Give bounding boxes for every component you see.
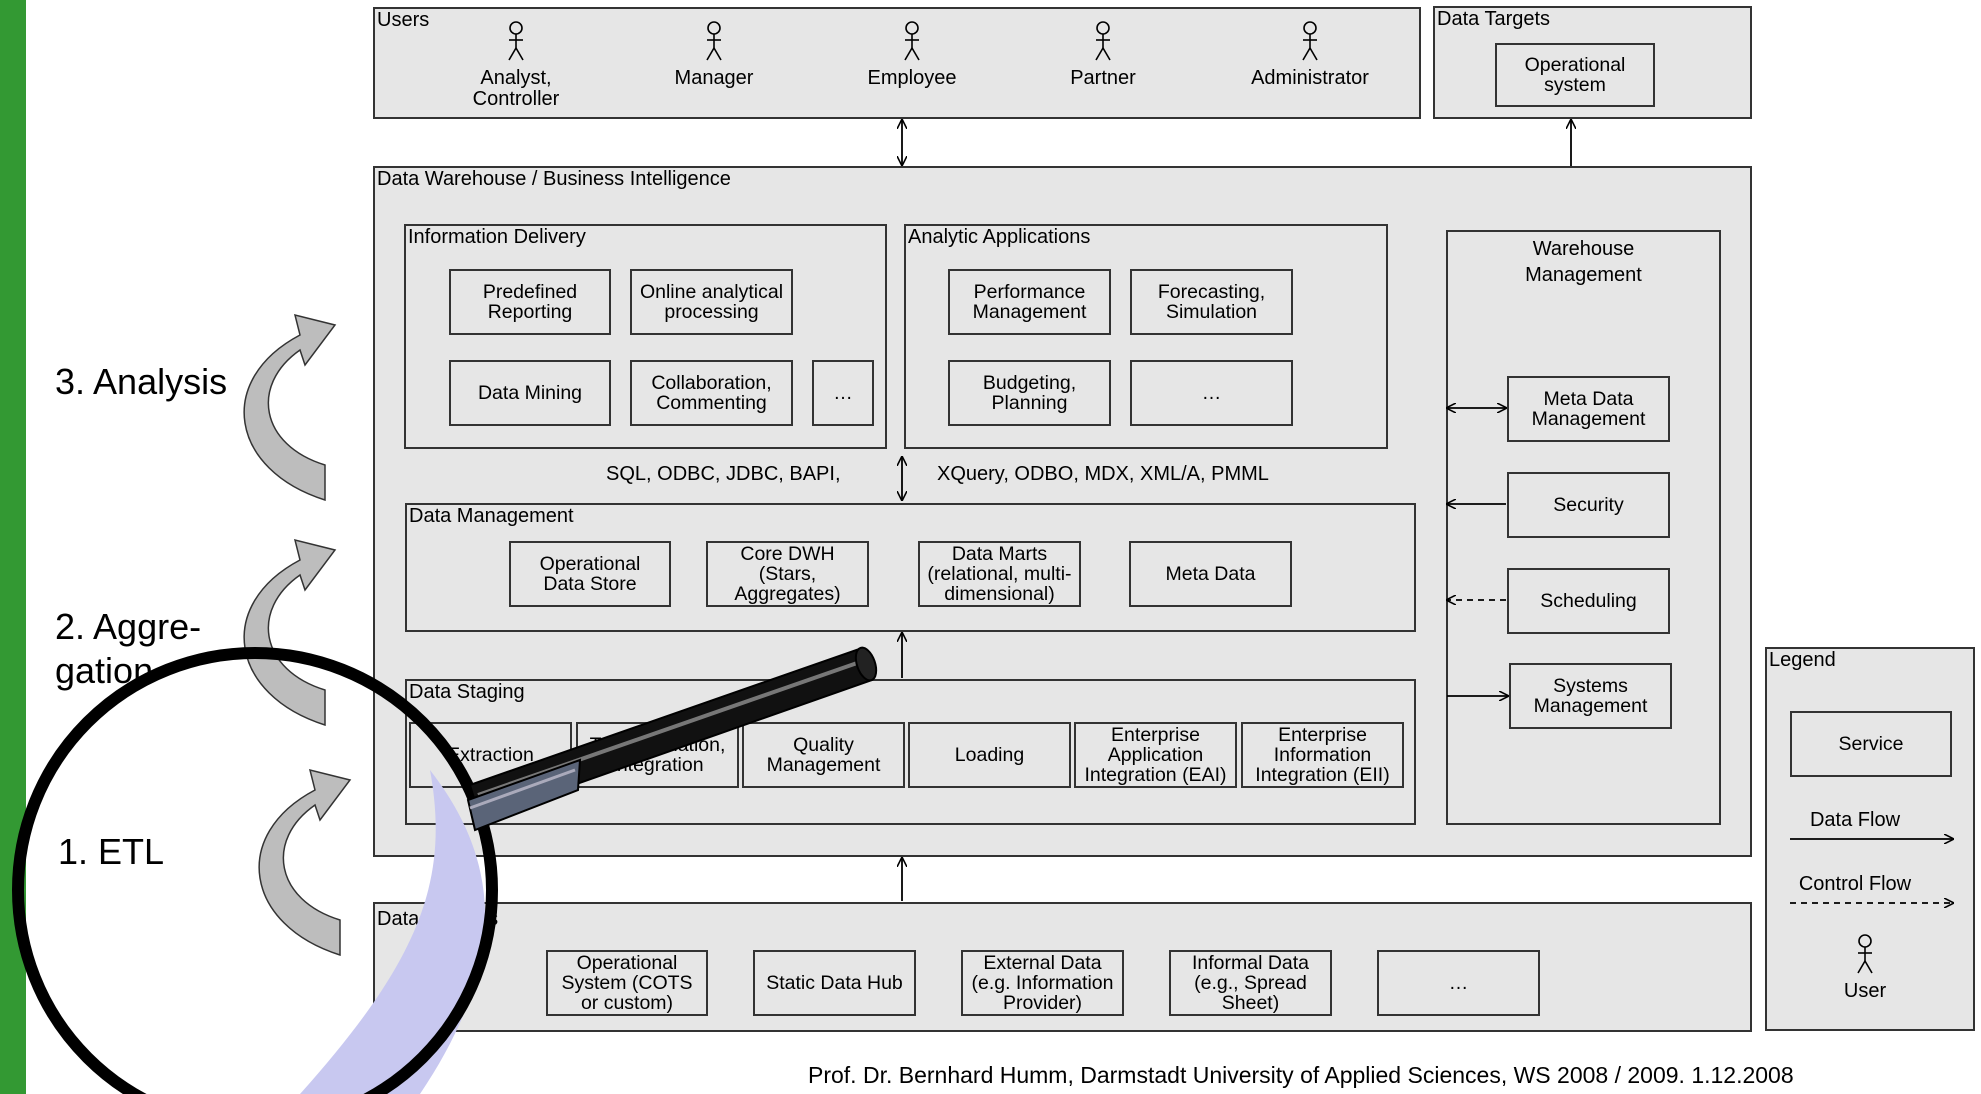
data-sources-more: … bbox=[1377, 950, 1540, 1016]
operational-data-store-service: Operational Data Store bbox=[509, 541, 671, 607]
operational-system-source: Operational System (COTS or custom) bbox=[546, 950, 708, 1016]
users-panel: Users bbox=[373, 7, 1421, 119]
magnifier-lens-ring bbox=[12, 647, 498, 1094]
information-delivery-more: … bbox=[812, 360, 874, 426]
analytic-applications-more: … bbox=[1130, 360, 1293, 426]
operational-system-target: Operational system bbox=[1495, 43, 1655, 107]
forecasting-service: Forecasting, Simulation bbox=[1130, 269, 1293, 335]
legend-title: Legend bbox=[1769, 649, 1836, 671]
user-label-analyst: Analyst, Controller bbox=[472, 67, 560, 110]
olap-service: Online analytical processing bbox=[630, 269, 793, 335]
protocols-left: SQL, ODBC, JDBC, BAPI, bbox=[606, 463, 841, 485]
warehouse-management-title: Warehouse Management bbox=[1525, 238, 1642, 286]
phase-aggregation-label: 2. Aggre- gation bbox=[55, 606, 202, 691]
performance-management-service: Performance Management bbox=[948, 269, 1111, 335]
static-data-hub-source: Static Data Hub bbox=[753, 950, 916, 1016]
information-delivery-title: Information Delivery bbox=[408, 226, 586, 248]
data-targets-title: Data Targets bbox=[1437, 8, 1551, 30]
data-management-title: Data Management bbox=[409, 505, 574, 527]
legend-user-icon bbox=[1857, 934, 1873, 974]
data-marts-service: Data Marts (relational, multi- dimension… bbox=[918, 541, 1081, 607]
data-staging-title: Data Staging bbox=[409, 681, 525, 703]
loading-service: Loading bbox=[908, 722, 1071, 788]
dwh-title: Data Warehouse / Business Intelligence bbox=[377, 168, 731, 190]
systems-management-service: Systems Management bbox=[1509, 663, 1672, 729]
phase-analysis-label: 3. Analysis bbox=[55, 361, 228, 402]
legend-control-flow-label: Control Flow bbox=[1798, 873, 1912, 895]
user-icon-employee bbox=[904, 21, 920, 61]
quality-management-service: Quality Management bbox=[742, 722, 905, 788]
protocols-right: XQuery, ODBO, MDX, XML/A, PMML bbox=[937, 463, 1269, 485]
user-icon-analyst bbox=[508, 21, 524, 61]
phase-arrow-analysis bbox=[243, 313, 337, 502]
magnifier-glare bbox=[300, 770, 485, 1094]
eii-service: Enterprise Information Integration (EII) bbox=[1241, 722, 1404, 788]
eai-service: Enterprise Application Integration (EAI) bbox=[1074, 722, 1237, 788]
collaboration-service: Collaboration, Commenting bbox=[630, 360, 793, 426]
data-mining-service: Data Mining bbox=[449, 360, 611, 426]
user-icon-manager bbox=[706, 21, 722, 61]
user-label-employee: Employee bbox=[867, 67, 957, 89]
meta-data-management-service: Meta Data Management bbox=[1507, 376, 1670, 442]
user-label-partner: Partner bbox=[1070, 67, 1136, 89]
footer-credit: Prof. Dr. Bernhard Humm, Darmstadt Unive… bbox=[808, 1062, 1794, 1088]
user-label-administrator: Administrator bbox=[1251, 67, 1369, 89]
phase-etl-label: 1. ETL bbox=[58, 831, 165, 872]
budgeting-service: Budgeting, Planning bbox=[948, 360, 1111, 426]
predefined-reporting-service: Predefined Reporting bbox=[449, 269, 611, 335]
informal-data-source: Informal Data (e.g., Spread Sheet) bbox=[1169, 950, 1332, 1016]
analytic-applications-title: Analytic Applications bbox=[908, 226, 1091, 248]
legend-user-label: User bbox=[1843, 980, 1887, 1002]
phase-arrow-etl bbox=[258, 768, 352, 957]
external-data-source: External Data (e.g. Information Provider… bbox=[961, 950, 1124, 1016]
user-icon-partner bbox=[1095, 21, 1111, 61]
meta-data-service: Meta Data bbox=[1129, 541, 1292, 607]
scheduling-service: Scheduling bbox=[1507, 568, 1670, 634]
legend-data-flow-label: Data Flow bbox=[1809, 809, 1901, 831]
security-service: Security bbox=[1507, 472, 1670, 538]
user-icon-administrator bbox=[1302, 21, 1318, 61]
legend-service-box: Service bbox=[1790, 711, 1952, 777]
core-dwh-service: Core DWH (Stars, Aggregates) bbox=[706, 541, 869, 607]
users-title: Users bbox=[377, 9, 430, 31]
user-label-manager: Manager bbox=[674, 67, 754, 89]
magnifier-handle bbox=[466, 646, 878, 832]
